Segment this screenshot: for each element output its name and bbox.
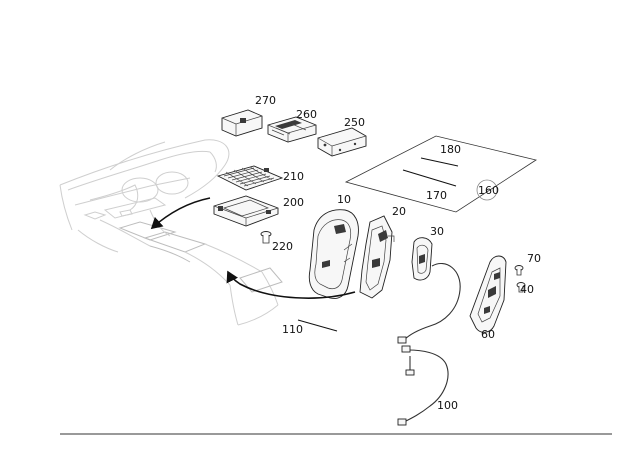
callout-220: 220 [272, 240, 293, 253]
callout-100: 100 [437, 399, 458, 412]
callout-60: 60 [481, 328, 495, 341]
panel-160 [344, 135, 537, 213]
callout-210: 210 [283, 170, 304, 183]
part-40 [516, 282, 526, 293]
assembly-arrow-upper [150, 197, 211, 230]
callout-70: 70 [527, 252, 541, 265]
callout-250: 250 [344, 116, 365, 129]
callout-170: 170 [426, 189, 447, 202]
callout-260: 260 [296, 108, 317, 121]
callout-180: 180 [440, 143, 461, 156]
callout-40: 40 [520, 283, 534, 296]
vehicle-interior-ghost [59, 139, 283, 326]
part-250 [317, 127, 367, 157]
callout-20: 20 [392, 205, 406, 218]
callout-270: 270 [255, 94, 276, 107]
part-30 [411, 237, 433, 281]
part-180-line [420, 157, 459, 167]
part-110-line [297, 319, 338, 332]
part-260 [267, 116, 317, 143]
callout-110: 110 [282, 323, 303, 336]
part-210 [216, 165, 284, 191]
part-220 [260, 231, 272, 244]
part-170-line [402, 169, 457, 187]
part-70 [514, 265, 524, 276]
part-60 [469, 255, 507, 333]
part-270 [221, 109, 263, 137]
callout-160: 160 [478, 184, 499, 197]
cable-harness [397, 263, 461, 426]
assembly-arrow-lower [226, 270, 356, 299]
callout-10: 10 [337, 193, 351, 206]
part-10 [308, 209, 359, 299]
part-200 [213, 195, 279, 227]
part-20 [359, 215, 395, 299]
callout-200: 200 [283, 196, 304, 209]
callout-30: 30 [430, 225, 444, 238]
